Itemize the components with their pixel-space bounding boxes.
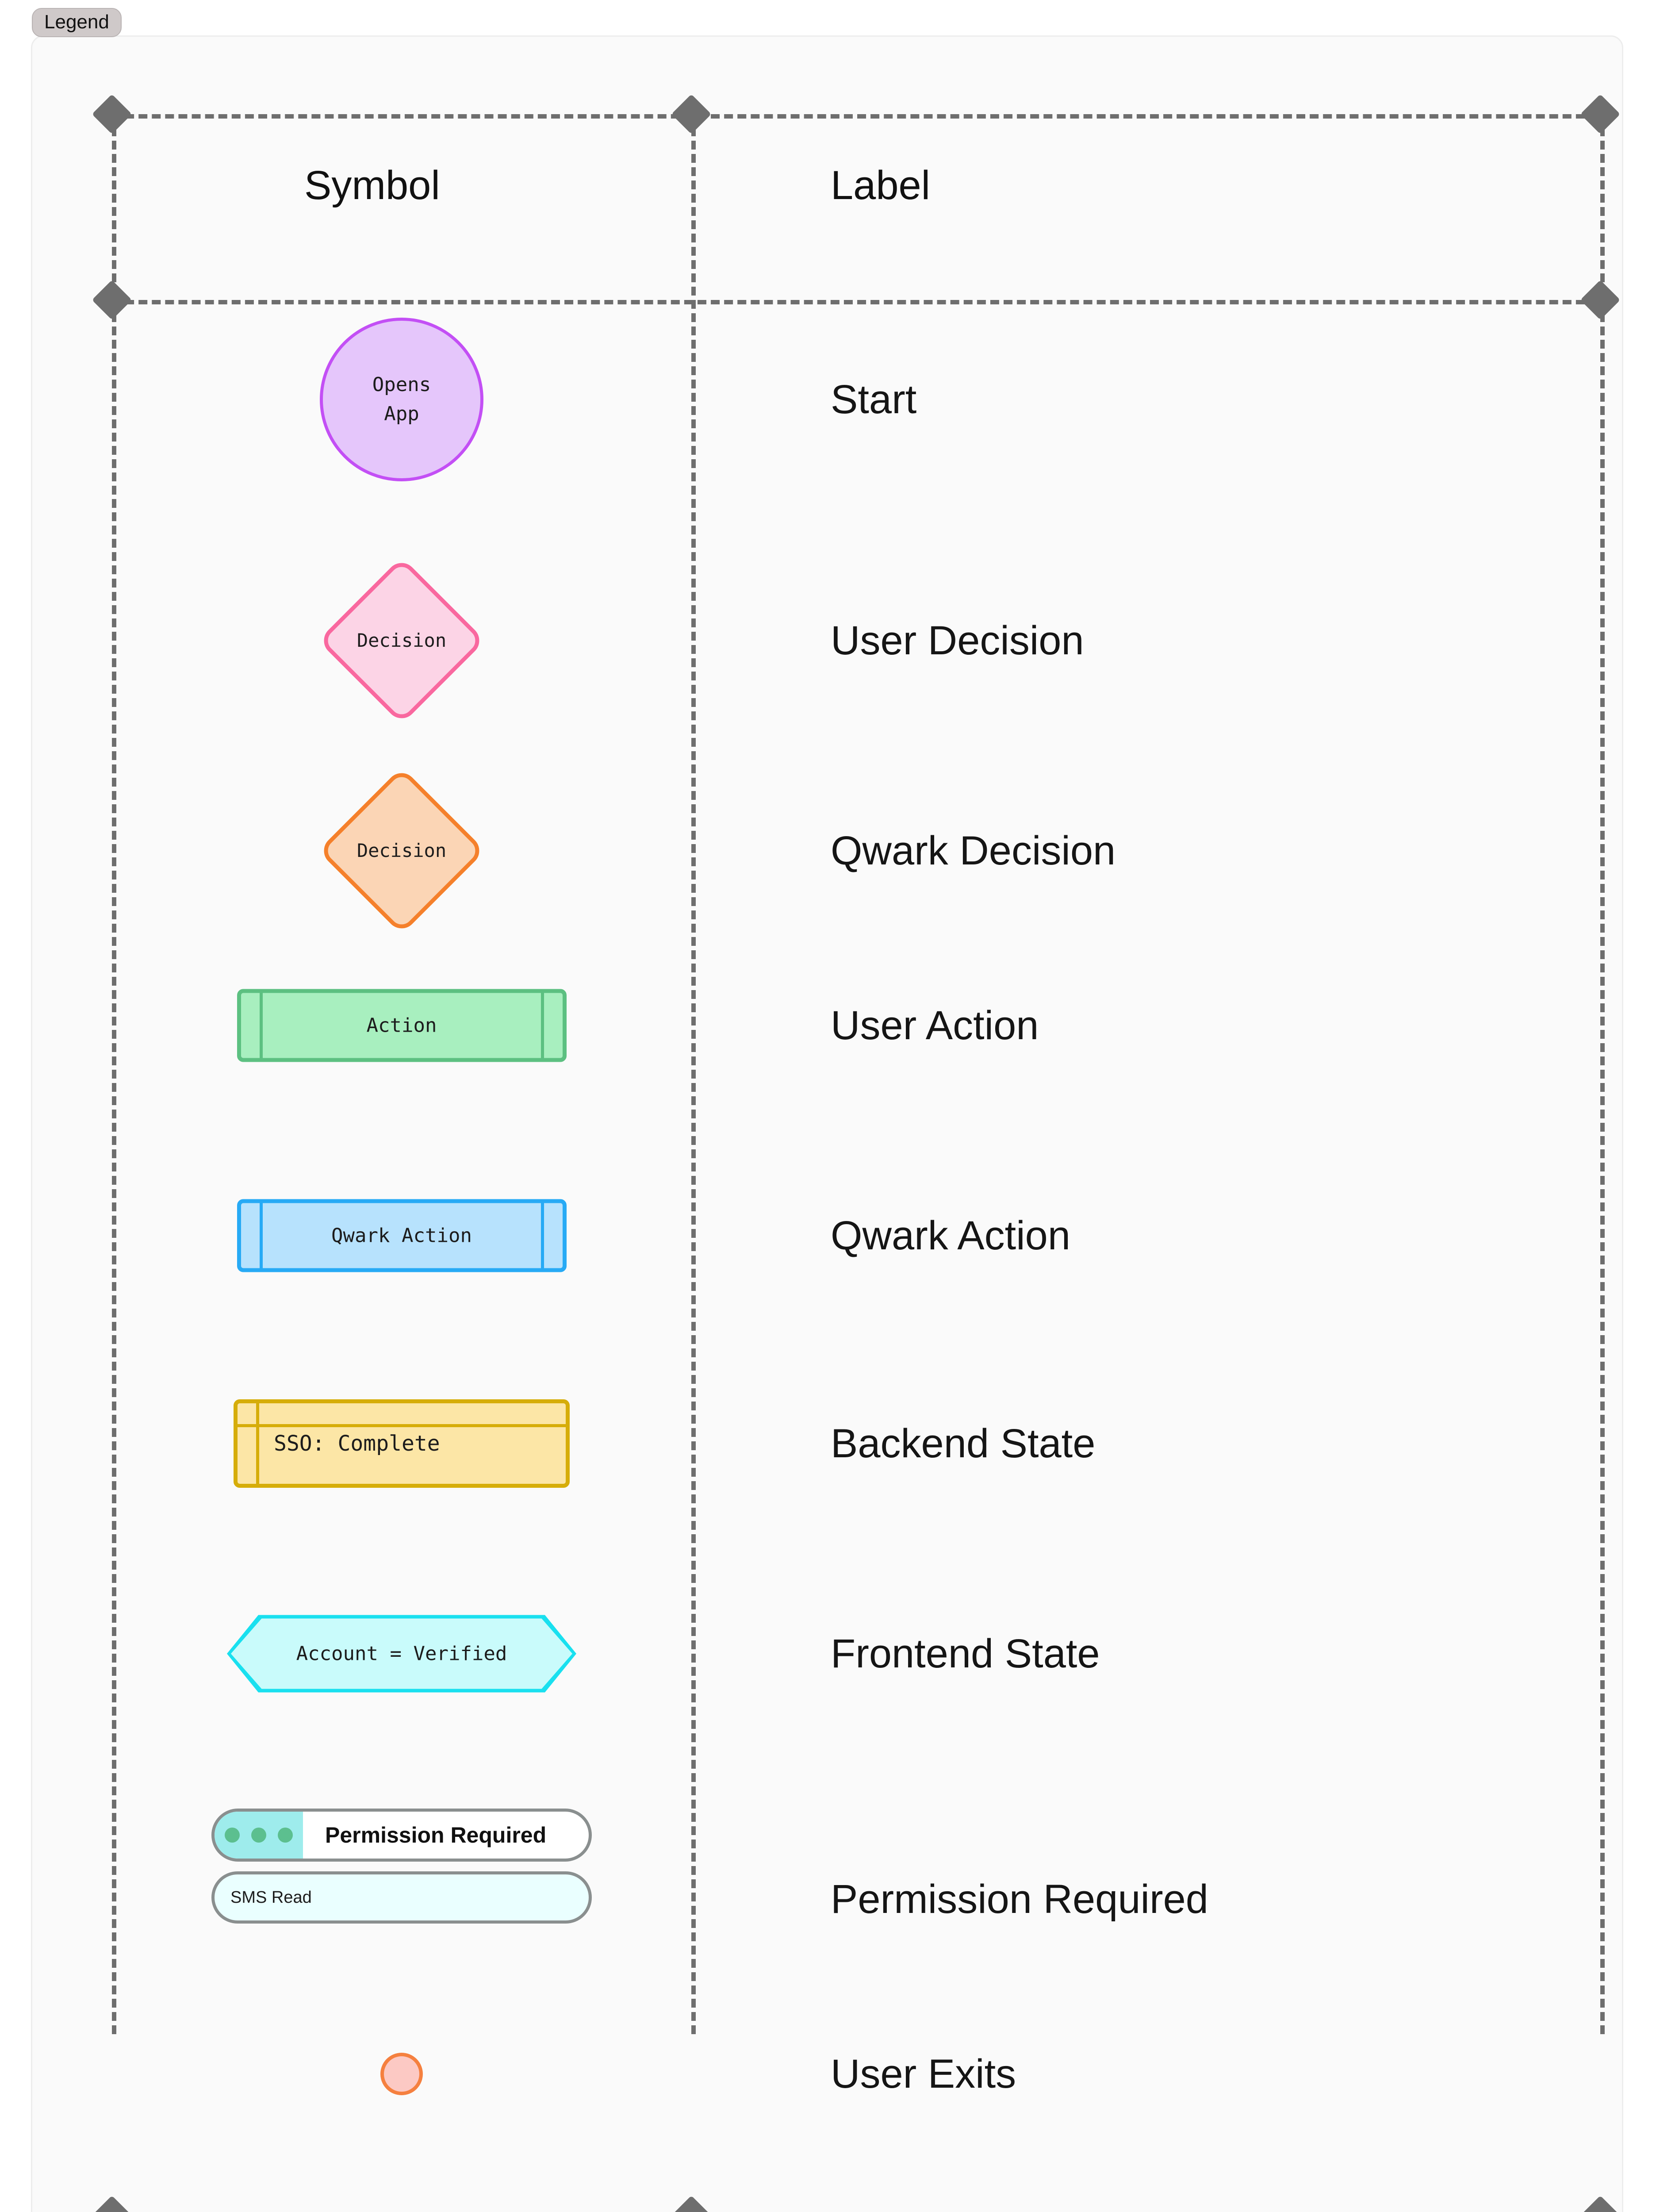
shape-frontend-state-text: Account = Verified [296,1642,507,1665]
backend-state-left-bar [256,1403,259,1484]
permission-required-group: Permission Required SMS Read [211,1809,592,1924]
grid-line-middle [691,114,696,2034]
symbol-cell-frontend-state: Account = Verified [112,1615,691,1693]
row-label-qwark-action: Qwark Action [831,1213,1070,1258]
legend-badge: Legend [32,8,122,37]
shape-permission-required-text: Permission Required [325,1823,547,1847]
diamond-marker-header-left [92,280,132,320]
shape-user-action-subroutine[interactable]: Action [237,989,567,1062]
shape-start-line2: App [384,403,419,425]
shape-user-exit-circle[interactable] [380,2053,423,2095]
row-label-start: Start [831,377,917,422]
shape-user-decision-text: Decision [356,630,447,651]
row-label-backend-state: Backend State [831,1421,1096,1466]
shape-permission-scope-text: SMS Read [230,1888,312,1907]
symbol-cell-user-action: Action [112,989,691,1062]
permission-dots-icon [215,1812,303,1859]
shape-start-line1: Opens [372,373,431,396]
shape-qwark-action-text: Qwark Action [331,1224,472,1247]
symbol-cell-user-exits [112,2053,691,2095]
shape-qwark-action-subroutine[interactable]: Qwark Action [237,1199,567,1272]
shape-backend-state-box[interactable]: SSO: Complete [234,1399,570,1488]
shape-qwark-decision-text: Decision [356,840,447,861]
grid-line-left [112,114,116,2034]
symbol-cell-backend-state: SSO: Complete [112,1399,691,1488]
grid-line-header-bottom [112,300,1598,304]
grid-line-right [1600,114,1605,2034]
symbol-cell-qwark-decision: Decision [112,767,691,935]
row-label-user-decision: User Decision [831,618,1084,663]
symbol-cell-permission-required: Permission Required SMS Read [112,1809,691,1924]
symbol-cell-qwark-action: Qwark Action [112,1199,691,1272]
shape-user-decision-diamond[interactable]: Decision [318,557,486,725]
row-label-permission-required: Permission Required [831,1877,1208,1922]
shape-backend-state-text: SSO: Complete [274,1431,440,1456]
legend-container: Symbol Label Opens App Start Decision Us… [31,35,1623,2212]
diamond-marker-top-right [1580,94,1621,134]
diamond-marker-top-middle [671,94,712,134]
row-label-user-action: User Action [831,1003,1039,1048]
grid-line-top [112,114,1598,119]
shape-frontend-state-hexagon[interactable]: Account = Verified [227,1615,576,1693]
column-header-label: Label [831,163,931,208]
shape-permission-required-pill[interactable]: Permission Required [211,1809,592,1862]
symbol-cell-user-decision: Decision [112,557,691,725]
diamond-marker-bottom-middle [671,2195,712,2212]
hexagon-fill [231,1618,572,1689]
diamond-marker-header-right [1580,280,1621,320]
dot-icon-2 [251,1828,266,1843]
symbol-cell-start: Opens App [112,318,691,481]
dot-icon-3 [278,1828,293,1843]
diamond-marker-bottom-right [1580,2195,1621,2212]
shape-permission-scope-pill[interactable]: SMS Read [211,1871,592,1924]
row-label-user-exits: User Exits [831,2051,1016,2097]
shape-user-action-text: Action [366,1014,437,1037]
backend-state-top-divider [238,1424,566,1427]
column-header-symbol: Symbol [304,163,440,208]
row-label-qwark-decision: Qwark Decision [831,828,1116,873]
shape-start-circle[interactable]: Opens App [320,318,483,481]
diamond-marker-top-left [92,94,132,134]
shape-qwark-decision-diamond[interactable]: Decision [318,767,486,935]
row-label-frontend-state: Frontend State [831,1631,1100,1676]
diamond-marker-bottom-left [92,2195,132,2212]
dot-icon-1 [225,1828,240,1843]
